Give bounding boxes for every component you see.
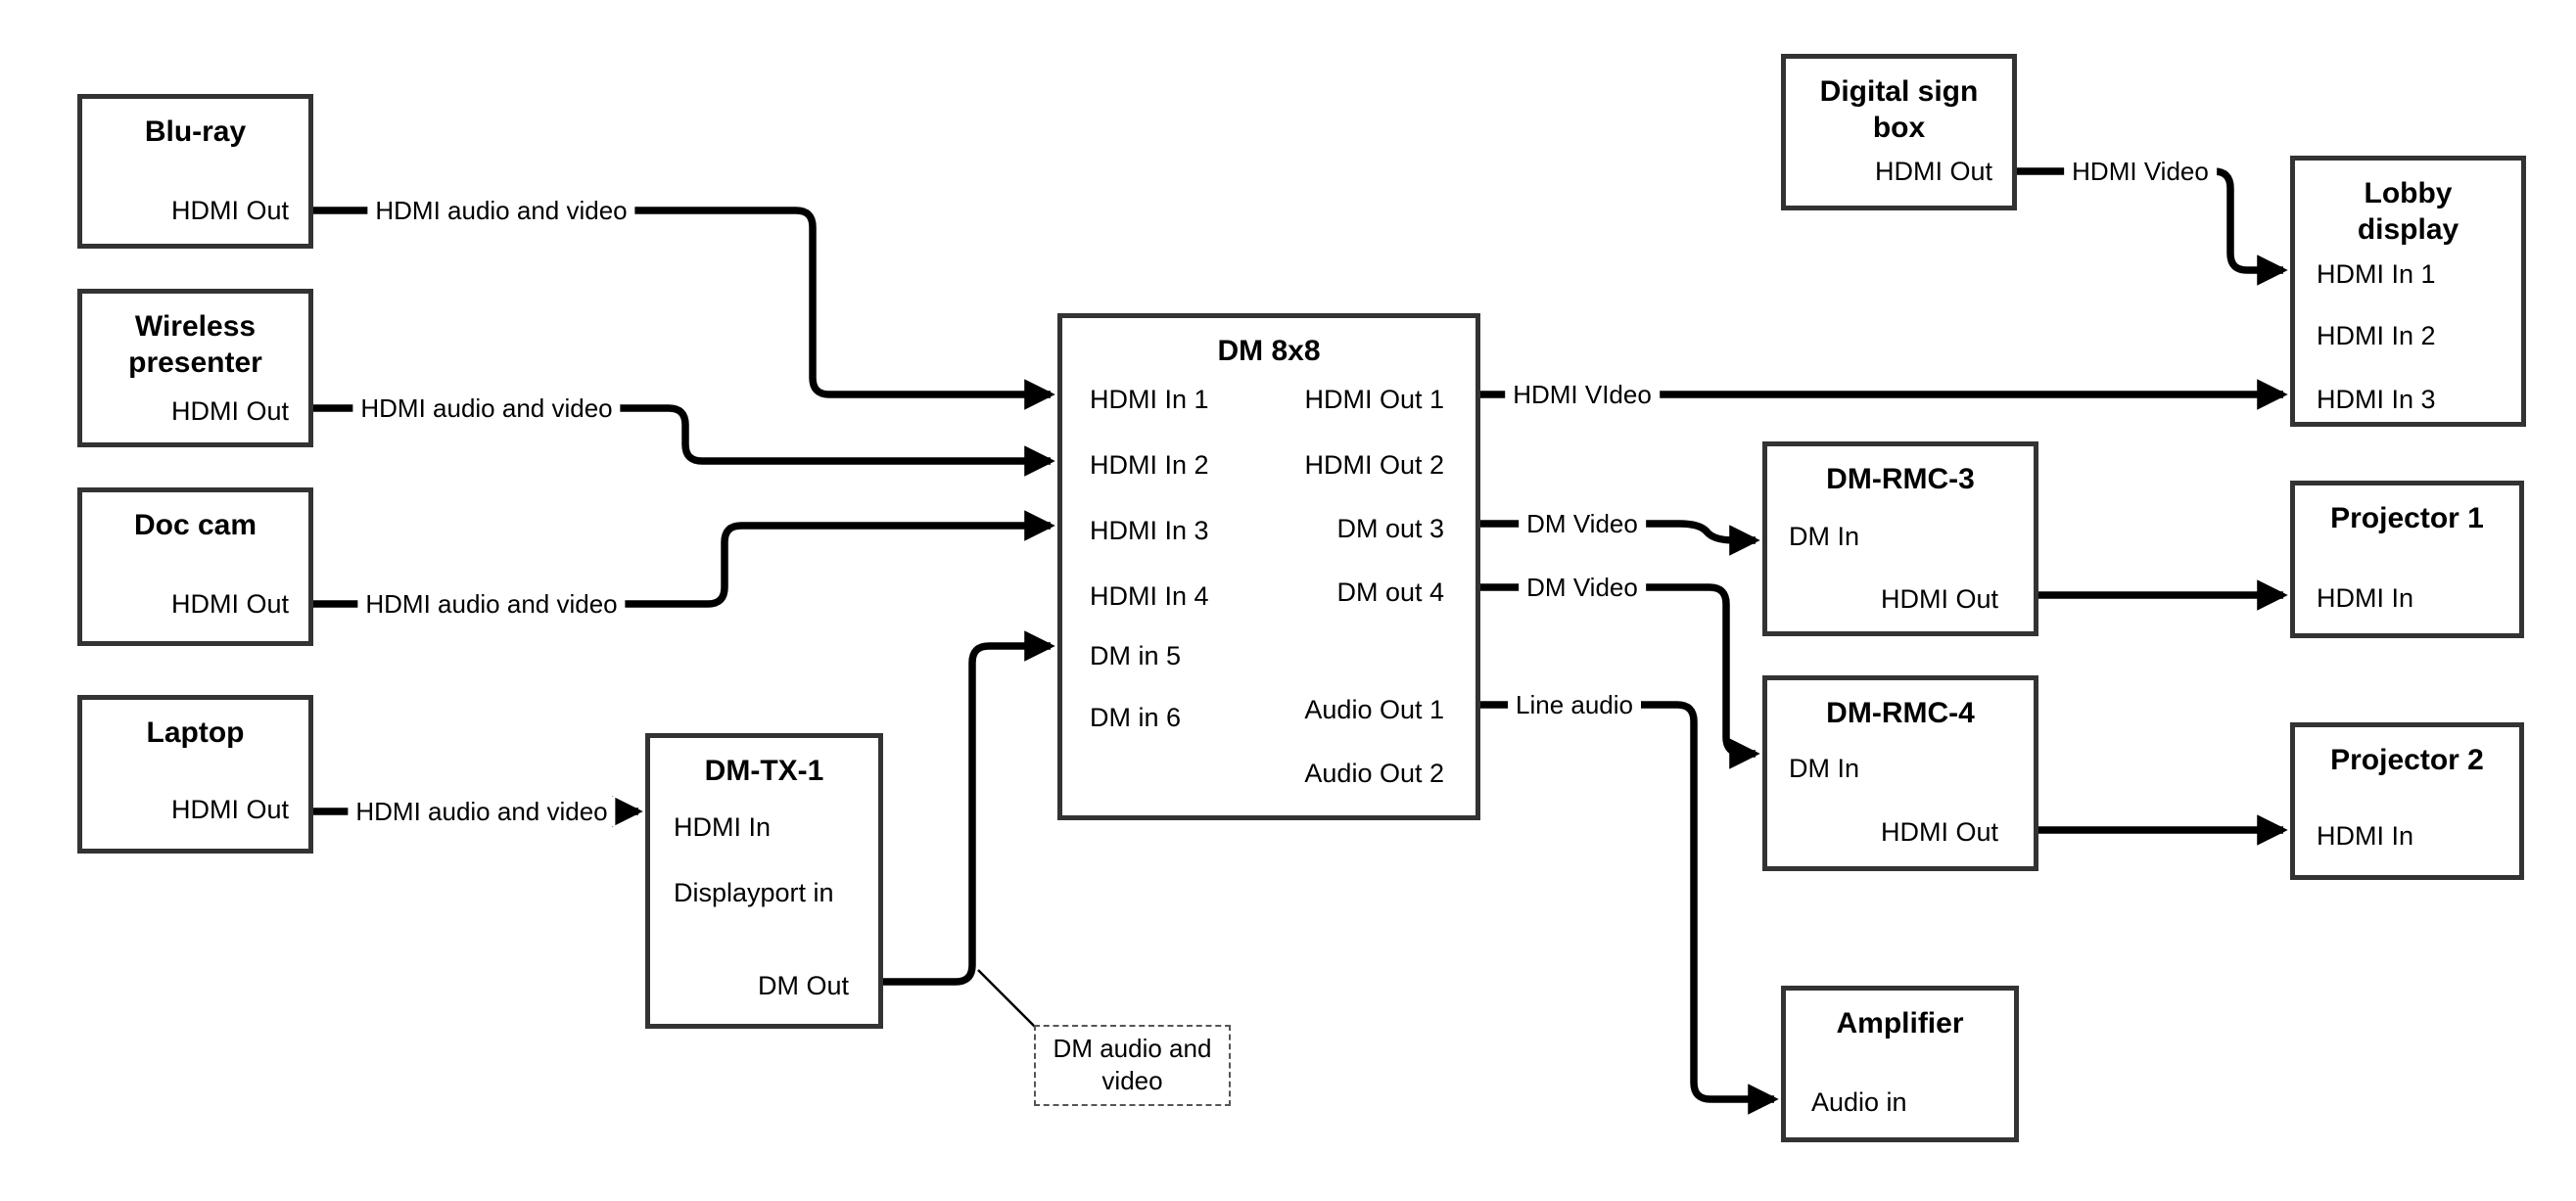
node-title: Doc cam: [133, 509, 258, 541]
node-title: Projector 1: [2330, 502, 2484, 534]
node-title: DM-RMC-4: [1826, 697, 1975, 729]
port-dm-in: DM In: [1789, 522, 1860, 551]
port-audio-out-2: Audio Out 2: [1304, 759, 1444, 788]
node-dm-tx-1: DM-TX-1 HDMI In Displayport in DM Out: [645, 733, 883, 1029]
node-title: DM-TX-1: [704, 755, 824, 787]
port-dm-out-4: DM out 4: [1336, 577, 1444, 607]
port-hdmi-in-3: HDMI In 3: [1090, 516, 1209, 545]
port-hdmi-in-4: HDMI In 4: [1090, 581, 1209, 611]
port-hdmi-out: HDMI Out: [170, 196, 289, 225]
node-projector-2: Projector 2 HDMI In: [2290, 722, 2524, 880]
wire-label-hdmi-av-laptop: HDMI audio and video: [348, 797, 616, 826]
port-hdmi-out: HDMI Out: [170, 795, 289, 824]
connector-dm8x8-audio1-to-amp: [1480, 701, 1779, 1115]
port-hdmi-in: HDMI In: [2317, 583, 2414, 613]
node-projector-1: Projector 1 HDMI In: [2290, 481, 2524, 638]
port-dm-in: DM In: [1789, 754, 1860, 783]
port-hdmi-in-1: HDMI In 1: [2317, 259, 2436, 289]
port-audio-out-1: Audio Out 1: [1304, 695, 1444, 724]
port-hdmi-in: HDMI In: [2317, 821, 2414, 851]
node-dm-8x8: DM 8x8 HDMI In 1 HDMI In 2 HDMI In 3 HDM…: [1057, 313, 1480, 820]
node-dm-rmc-4: DM-RMC-4 DM In HDMI Out: [1762, 675, 2038, 871]
port-hdmi-in-1: HDMI In 1: [1090, 385, 1209, 414]
connector-dmtx1-to-dm8x8-in5: [883, 630, 1055, 986]
node-digital-sign-box: Digital sign box HDMI Out: [1781, 54, 2017, 210]
wire-label-dm-video-out3: DM Video: [1519, 509, 1646, 538]
wire-label-hdmi-video-digisign: HDMI Video: [2064, 157, 2217, 186]
wire-label-dm-video-out4: DM Video: [1519, 573, 1646, 602]
callout-leader-line: [977, 969, 1037, 1029]
node-title: DM-RMC-3: [1826, 463, 1975, 495]
port-hdmi-out: HDMI Out: [1880, 817, 1998, 847]
port-hdmi-in: HDMI In: [674, 812, 772, 842]
node-blu-ray: Blu-ray HDMI Out: [77, 94, 313, 249]
node-title: Projector 2: [2330, 744, 2484, 776]
port-audio-in: Audio in: [1811, 1087, 1907, 1117]
node-amplifier: Amplifier Audio in: [1781, 986, 2019, 1142]
node-title: Amplifier: [1836, 1007, 1964, 1039]
node-title: Lobby display: [2357, 177, 2459, 246]
port-hdmi-in-3: HDMI In 3: [2317, 385, 2436, 414]
port-hdmi-out: HDMI Out: [170, 396, 289, 426]
port-hdmi-in-2: HDMI In 2: [2317, 321, 2436, 350]
callout-dm-audio-and-video: DM audio and video: [1034, 1025, 1231, 1106]
wire-label-hdmi-av-doccam: HDMI audio and video: [357, 589, 626, 619]
node-title: Laptop: [146, 716, 245, 749]
port-hdmi-in-2: HDMI In 2: [1090, 450, 1209, 480]
port-hdmi-out: HDMI Out: [1880, 584, 1998, 614]
node-doc-cam: Doc cam HDMI Out: [77, 487, 313, 646]
node-title: Blu-ray: [144, 115, 247, 148]
connector-digisign-to-lobby-in1: [2017, 167, 2288, 286]
wire-label-hdmi-video-out1: HDMI VIdeo: [1505, 380, 1660, 409]
connector-doccam-to-dm8x8-in3: [313, 510, 1055, 608]
node-lobby-display: Lobby display HDMI In 1 HDMI In 2 HDMI I…: [2290, 156, 2526, 427]
node-dm-rmc-3: DM-RMC-3 DM In HDMI Out: [1762, 441, 2038, 636]
wire-label-hdmi-av-bluray: HDMI audio and video: [367, 196, 635, 225]
connector-wireless-to-dm8x8-in2: [313, 404, 1055, 477]
port-hdmi-out-1: HDMI Out 1: [1304, 385, 1444, 414]
port-hdmi-out-2: HDMI Out 2: [1304, 450, 1444, 480]
connector-bluray-to-dm8x8-in1: [313, 207, 1055, 410]
node-laptop: Laptop HDMI Out: [77, 695, 313, 854]
port-dm-in-6: DM in 6: [1090, 703, 1182, 732]
port-dm-out: DM Out: [757, 971, 849, 1000]
port-hdmi-out: HDMI Out: [1874, 157, 1992, 186]
port-dm-out-3: DM out 3: [1336, 514, 1444, 543]
port-displayport-in: Displayport in: [674, 878, 834, 907]
port-hdmi-out: HDMI Out: [170, 589, 289, 619]
port-dm-in-5: DM in 5: [1090, 641, 1182, 670]
node-title: Wireless presenter: [128, 310, 262, 379]
node-title: DM 8x8: [1217, 335, 1321, 367]
connector-dm8x8-out3-to-rmc3: [1480, 520, 1760, 556]
wire-label-hdmi-av-wireless: HDMI audio and video: [352, 393, 621, 423]
wire-label-line-audio: Line audio: [1508, 690, 1641, 719]
connector-dm8x8-out4-to-rmc4: [1480, 583, 1760, 769]
node-wireless-presenter: Wireless presenter HDMI Out: [77, 289, 313, 447]
node-title: Digital sign box: [1819, 75, 1979, 144]
